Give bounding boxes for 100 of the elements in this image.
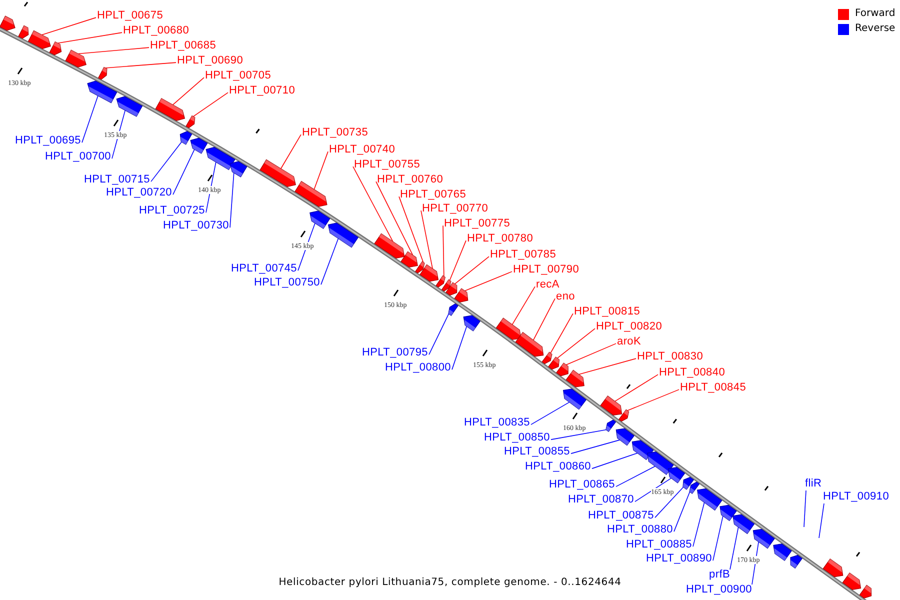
leader-line <box>452 326 468 370</box>
gene-bar <box>515 332 544 357</box>
gene-bar <box>454 288 468 302</box>
gene-bar <box>294 180 328 207</box>
gene-label: HPLT_00710 <box>229 84 296 98</box>
gene-label: HPLT_00885 <box>626 538 692 552</box>
gene-bar <box>28 30 51 50</box>
gene-label: HPLT_00795 <box>362 346 428 360</box>
leader-line <box>230 172 234 228</box>
gene-bar <box>859 584 872 598</box>
leader-line <box>314 151 328 190</box>
gene-bar <box>87 80 118 104</box>
leader-line <box>172 149 195 195</box>
gene-bar <box>446 282 458 296</box>
gene-bar <box>566 370 584 388</box>
leader-line <box>804 490 806 528</box>
leader-line <box>730 526 739 570</box>
leader-line <box>654 486 684 518</box>
leader-line <box>352 166 394 242</box>
leader-line <box>172 77 204 106</box>
leader-line <box>712 516 724 561</box>
leader-line <box>566 343 616 366</box>
leader-line <box>398 196 424 263</box>
leader-line <box>592 452 638 469</box>
leader-line <box>550 313 574 354</box>
gene-bar <box>441 279 452 292</box>
gene-label: HPLT_00675 <box>97 10 164 22</box>
gene-bar <box>616 428 635 446</box>
gene-label: HPLT_00855 <box>504 446 570 458</box>
leader-line <box>320 238 339 285</box>
gene-bar <box>562 388 587 410</box>
gene-label: HPLT_00775 <box>444 218 510 230</box>
gene-label: HPLT_00875 <box>588 510 654 522</box>
gene-bar <box>682 476 694 490</box>
gene-label: HPLT_00785 <box>490 248 556 262</box>
gene-label: HPLT_00760 <box>377 174 444 186</box>
gene-label: HPLT_00890 <box>646 552 712 566</box>
gene-bar <box>18 25 29 39</box>
gene-label: HPLT_00745 <box>230 262 297 276</box>
gene-label: HPLT_00790 <box>513 264 580 276</box>
leader-line <box>626 389 680 412</box>
gene-bar <box>155 98 186 121</box>
gene-label: HPLT_00740 <box>329 144 396 156</box>
gene-bar <box>732 514 755 534</box>
leader-line <box>104 62 176 68</box>
gene-label: HPLT_00900 <box>686 584 752 596</box>
gene-bar <box>0 16 16 31</box>
leader-line <box>78 47 150 54</box>
gene-bar <box>548 356 560 370</box>
gene-bar <box>668 467 686 484</box>
gene-bar <box>310 210 330 230</box>
leader-line <box>442 225 444 277</box>
gene-bar <box>65 50 86 68</box>
leader-line <box>616 466 656 487</box>
gene-label: HPLT_00700 <box>44 150 111 164</box>
gene-label: HPLT_00880 <box>606 524 673 536</box>
gene-bar <box>542 352 552 364</box>
gene-bar <box>496 318 522 340</box>
leader-line <box>192 92 228 117</box>
gene-label: HPLT_00735 <box>302 126 368 140</box>
gene-label: HPLT_00835 <box>464 416 530 430</box>
leader-line <box>298 222 316 271</box>
gene-bar <box>600 396 622 416</box>
gene-label: HPLT_00685 <box>150 40 216 52</box>
gene-label: eno <box>556 290 575 304</box>
gene-bar <box>720 504 737 522</box>
leader-line <box>82 95 98 143</box>
gene-label: recA <box>536 278 560 292</box>
gene-bar <box>186 115 196 128</box>
gene-label: HPLT_00695 <box>14 134 81 148</box>
gene-label: HPLT_00755 <box>354 158 420 172</box>
leader-line <box>532 298 556 341</box>
gene-bar <box>98 66 108 80</box>
gene-label: HPLT_00770 <box>422 202 488 216</box>
gene-label: HPLT_00720 <box>106 186 172 200</box>
gene-bar <box>180 131 192 145</box>
gene-bar <box>697 488 722 511</box>
caption: Helicobacter pylori Lithuania75, complete genome. - 0..1624644 <box>278 577 622 588</box>
gene-bar <box>230 161 248 178</box>
leader-line <box>150 142 182 182</box>
leader-line <box>280 134 302 170</box>
gene-label: HPLT_00750 <box>254 276 320 290</box>
leader-line <box>57 32 122 44</box>
gene-bar <box>436 275 446 288</box>
gene-bar <box>689 482 700 494</box>
gene-label: HPLT_00715 <box>84 174 150 186</box>
gene-bar <box>632 440 654 460</box>
leader-line <box>428 313 450 355</box>
gene-bar <box>556 362 568 376</box>
gene-bar <box>190 138 208 154</box>
gene-label: HPLT_00800 <box>384 362 451 374</box>
gene-bar <box>400 251 418 268</box>
gene-label: fliR <box>805 478 822 490</box>
gene-label: HPLT_00870 <box>568 494 634 506</box>
gene-label: HPLT_00680 <box>123 24 190 38</box>
leader-line <box>692 502 705 547</box>
gene-bar <box>116 96 143 117</box>
gene-bar <box>842 572 862 590</box>
leader-line <box>570 440 620 454</box>
gene-label: HPLT_00820 <box>596 320 662 334</box>
